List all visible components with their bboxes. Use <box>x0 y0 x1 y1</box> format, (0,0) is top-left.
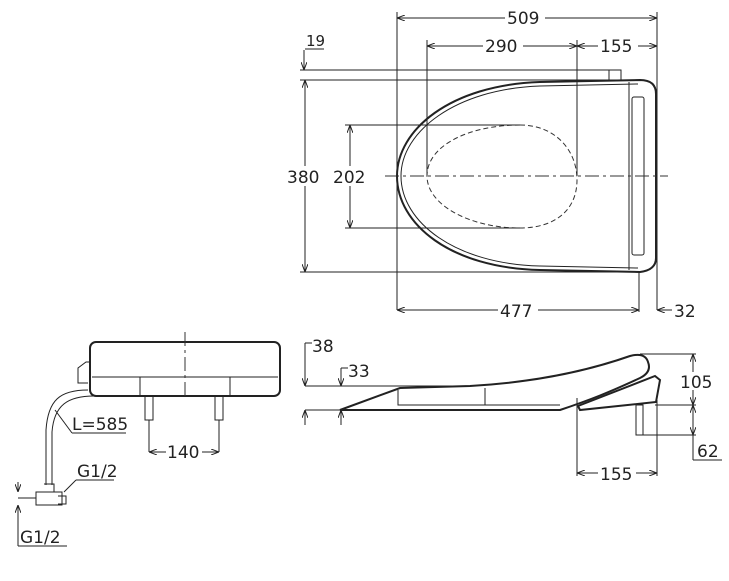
dim-hose-length: L=585 <box>72 415 128 435</box>
side-view: 38 33 105 62 155 <box>305 337 722 485</box>
dim-thread-inlet: G1/2 <box>20 528 61 548</box>
seat-side-profile <box>339 353 650 411</box>
tee-valve <box>35 483 67 506</box>
dim-opening-width: 202 <box>333 168 365 188</box>
dim-inlet-offset: 19 <box>306 32 325 50</box>
fixing-bolt-right <box>214 395 224 421</box>
seat-inner-outline <box>400 83 639 269</box>
dim-width: 380 <box>287 168 319 188</box>
leader-hose <box>54 409 73 434</box>
leader-g12-valve <box>63 479 77 493</box>
dim-total-height: 105 <box>680 373 712 393</box>
dim-rear-overhang: 32 <box>674 302 696 322</box>
dim-seat-height: 38 <box>312 337 334 357</box>
water-hose <box>45 389 95 485</box>
dim-thread-valve: G1/2 <box>77 462 118 482</box>
seat-outline-top <box>395 78 657 274</box>
dim-hinge-offset: 155 <box>600 37 632 57</box>
hinge-base <box>576 374 662 412</box>
dim-seat-length: 477 <box>500 302 532 322</box>
seat-lower-line <box>397 390 560 406</box>
water-inlet-nub <box>608 69 622 81</box>
dim-fixing-spacing: 140 <box>167 443 199 463</box>
dim-hole-to-bowl: 290 <box>485 37 517 57</box>
fixing-bolt-side <box>635 404 644 436</box>
hose-connector <box>77 361 90 384</box>
top-view: 509 290 155 380 202 19 477 32 <box>286 8 696 322</box>
dim-base-depth: 155 <box>600 465 632 485</box>
dim-overall-length: 509 <box>507 9 539 29</box>
dim-bolt-length: 62 <box>697 442 719 462</box>
dim-seat-thickness: 33 <box>348 362 370 382</box>
fixing-bolt-left <box>144 395 154 421</box>
front-view: 140 L=585 G1/2 G1/2 <box>18 332 281 548</box>
